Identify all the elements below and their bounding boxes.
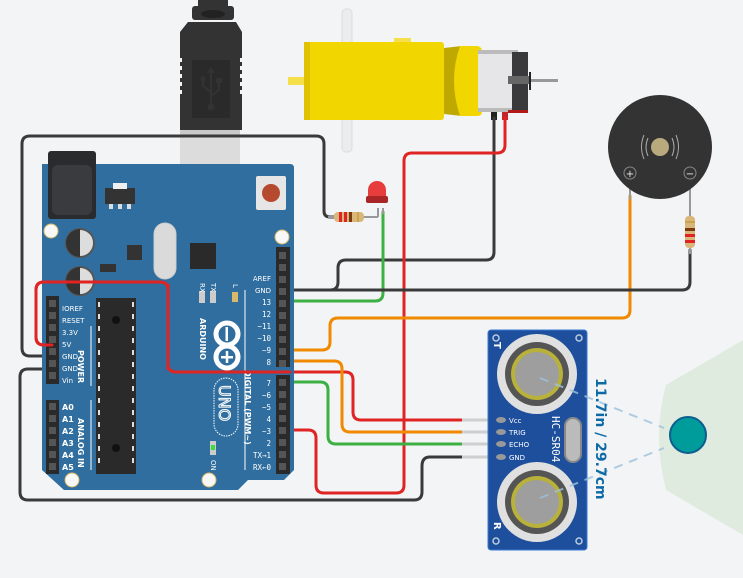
arduino-model: UNO: [215, 385, 234, 421]
l-label: L: [231, 284, 239, 288]
pin-0: RX←0: [253, 463, 272, 472]
sensor-model-label: HC-SR04: [549, 416, 562, 463]
buzzer-plus-label: +: [626, 169, 634, 180]
power-header-title: POWER: [76, 350, 85, 383]
pin-vin: Vin: [62, 377, 73, 385]
buzzer-minus-label: −: [686, 169, 694, 180]
usb-icon: [202, 70, 220, 106]
pin-gnd-2: GND: [62, 365, 78, 373]
wire-motor-gnd[interactable]: [282, 116, 496, 292]
pin-reset: RESET: [62, 317, 85, 325]
pin-2: 2: [266, 439, 271, 448]
analog-header[interactable]: [46, 400, 59, 474]
digital-header-title: DIGITAL (PWM~): [243, 370, 252, 445]
analog-header-title: ANALOG IN: [76, 418, 85, 468]
sensor-pin-vcc: Vcc: [509, 417, 522, 425]
pin-3: ~3: [262, 427, 271, 436]
pin-8: 8: [266, 358, 271, 367]
pin-13: 13: [262, 298, 271, 307]
pin-a5: A5: [62, 463, 74, 472]
pin-5v: 5V: [62, 341, 71, 349]
pin-a4: A4: [62, 451, 74, 460]
pin-7: 7: [266, 379, 271, 388]
distance-readout: 11.7in / 29.7cm: [592, 378, 608, 500]
pin-gnd-1: GND: [62, 353, 78, 361]
target-object[interactable]: [669, 416, 707, 454]
wire-led-gnd[interactable]: [20, 134, 344, 358]
pin-12: 12: [262, 310, 271, 319]
pin-9: ~9: [262, 346, 271, 355]
wire-gnd-sensor[interactable]: [18, 367, 478, 502]
digital-header-bottom[interactable]: [276, 375, 290, 474]
wire-buzzer-gnd[interactable]: [282, 248, 692, 292]
arduino-logo-icon: [213, 320, 241, 371]
dc-gear-motor[interactable]: [288, 8, 558, 153]
sensor-crystal: [564, 417, 582, 463]
receiver-label: R: [491, 522, 502, 530]
hc-sr04-sensor[interactable]: Vcc TRIG ECHO GND HC-SR04 T R: [487, 329, 588, 551]
transmitter-transducer: [497, 334, 577, 414]
led-resistor[interactable]: [328, 212, 378, 222]
wire-led-pin13[interactable]: [282, 210, 385, 303]
wire-buzzer-pin9[interactable]: [282, 194, 632, 352]
pin-gnd-digital: GND: [255, 287, 271, 295]
pin-a3: A3: [62, 439, 74, 448]
sensor-pin-echo: ECHO: [509, 441, 530, 449]
pin-a1: A1: [62, 415, 74, 424]
red-led[interactable]: [366, 181, 388, 217]
pin-6: ~6: [262, 391, 272, 400]
pin-11: ~11: [257, 322, 271, 331]
reset-button[interactable]: [256, 176, 286, 210]
pin-a2: A2: [62, 427, 74, 436]
distance-beams: [539, 377, 665, 499]
crystal: [153, 222, 177, 280]
pin-3v3: 3.3V: [62, 329, 78, 337]
receiver-transducer: [497, 462, 577, 542]
sensor-pin-gnd: GND: [509, 454, 525, 462]
sensor-pin-trig: TRIG: [508, 429, 526, 437]
wire-motor-pin3[interactable]: [282, 116, 507, 495]
pin-a0: A0: [62, 403, 74, 412]
piezo-buzzer[interactable]: + −: [608, 95, 712, 214]
pin-10: ~10: [257, 334, 271, 343]
arduino-brand: ARDUINO: [198, 318, 207, 360]
pin-5: ~5: [262, 403, 271, 412]
tx-label: TX: [209, 282, 217, 292]
pin-ioref: IOREF: [62, 305, 83, 313]
pin-1: TX→1: [253, 451, 271, 460]
wire-pin7-echo[interactable]: [282, 380, 478, 446]
wire-5v-overlay: [34, 280, 292, 374]
wire-pin8-trig[interactable]: [282, 359, 478, 434]
pin-4: 4: [266, 415, 271, 424]
on-label: ON: [209, 460, 217, 471]
rx-label: RX: [198, 283, 206, 293]
transmitter-label: T: [491, 342, 502, 349]
pin-aref: AREF: [253, 275, 271, 283]
buzzer-resistor[interactable]: [685, 210, 695, 254]
